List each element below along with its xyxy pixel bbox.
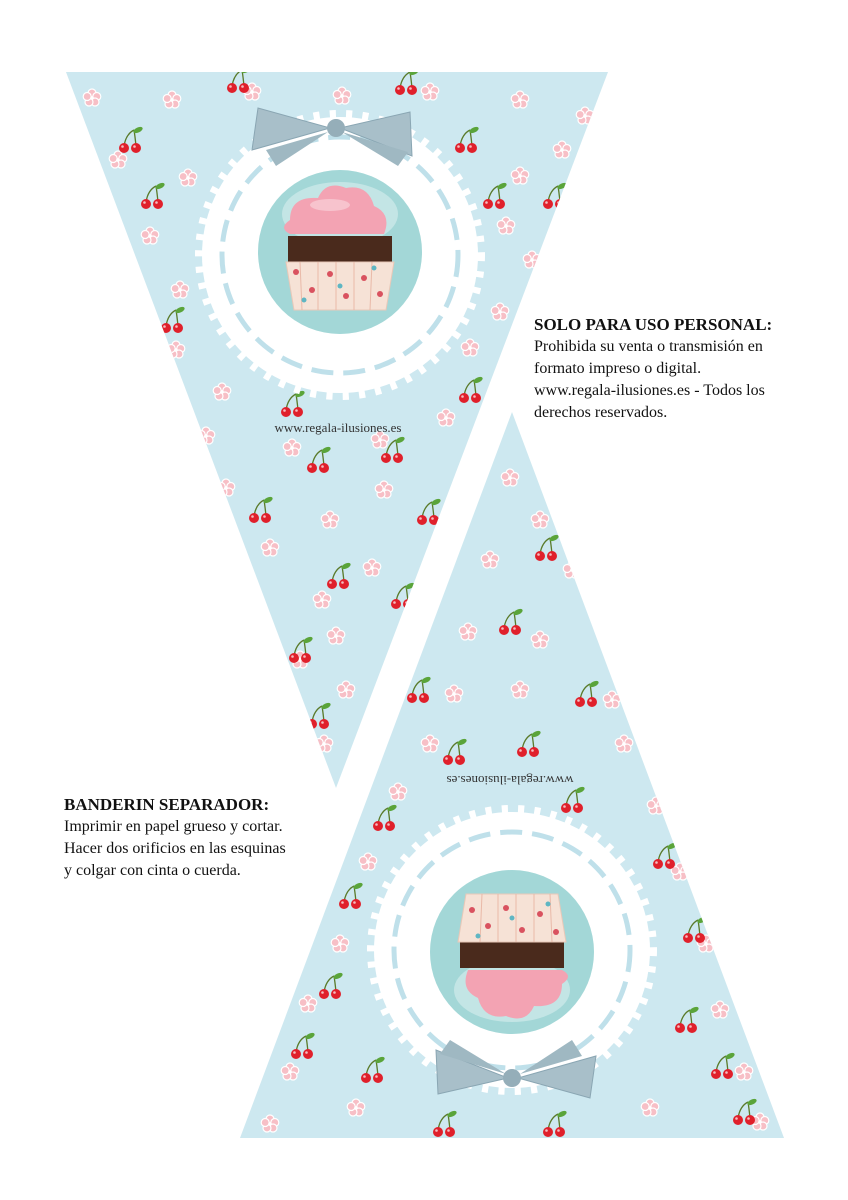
- cupcake-icon: [457, 893, 568, 1019]
- separator-line: y colgar con cinta o cuerda.: [64, 862, 241, 879]
- medallion-bottom: [367, 805, 657, 1099]
- pennant-top: www.regala-ilusiones.es: [66, 72, 608, 788]
- bow-icon: [251, 107, 413, 166]
- personal-use-title: SOLO PARA USO PERSONAL:: [534, 315, 773, 334]
- pennant-bottom: www.regala-ilusiones.es: [240, 412, 784, 1138]
- separator-line: Imprimir en papel grueso y cortar.: [64, 818, 283, 835]
- personal-use-notice: SOLO PARA USO PERSONAL: Prohibida su ven…: [534, 314, 834, 424]
- personal-use-line: www.regala-ilusiones.es - Todos los: [534, 382, 765, 399]
- separator-title: BANDERIN SEPARADOR:: [64, 795, 270, 814]
- watermark-top: www.regala-ilusiones.es: [275, 420, 402, 435]
- personal-use-line: derechos reservados.: [534, 404, 668, 421]
- separator-instructions: BANDERIN SEPARADOR: Imprimir en papel gr…: [64, 794, 344, 882]
- cupcake-icon: [284, 185, 395, 311]
- separator-line: Hacer dos orificios en las esquinas: [64, 840, 286, 857]
- bow-icon: [435, 1040, 597, 1099]
- medallion-top: [195, 107, 485, 400]
- watermark-bottom: www.regala-ilusiones.es: [447, 773, 574, 788]
- personal-use-line: formato impreso o digital.: [534, 360, 702, 377]
- personal-use-line: Prohibida su venta o transmisión en: [534, 338, 763, 355]
